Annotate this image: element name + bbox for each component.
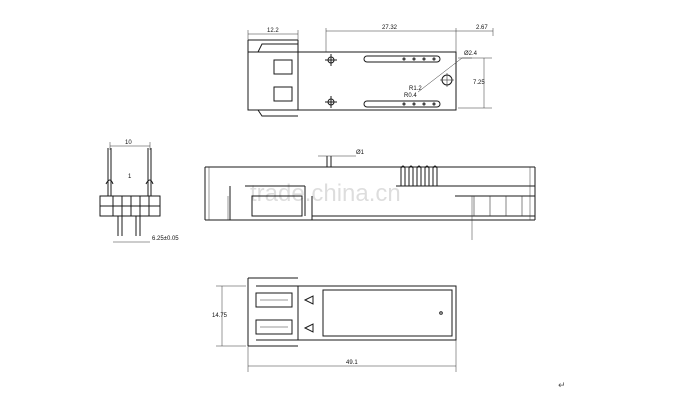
bottom-view-dim-height: 14.75 <box>212 313 228 319</box>
top-view-dim-length: 27.32 <box>382 25 398 31</box>
top-view-dim-radius-2: R0.4 <box>404 93 417 99</box>
top-view: 12.2 27.32 2.67 7.25 Ø2.4 R1.2 R0.4 <box>247 25 494 117</box>
svg-text:1: 1 <box>128 174 132 180</box>
top-view-dim-width-left: 12.2 <box>267 28 279 34</box>
bottom-view-label-area <box>322 289 453 337</box>
bottom-view-body <box>297 285 457 341</box>
side-view-heatsink-fins <box>396 165 535 187</box>
top-view-dim-hole: Ø2.4 <box>464 51 478 57</box>
top-view-dim-width-right: 2.67 <box>476 25 488 31</box>
end-view-dim-top: 10 <box>125 140 132 146</box>
bottom-view: 14.75 49.1 <box>212 277 457 372</box>
top-view-slot-lower <box>363 100 441 108</box>
side-view-latch <box>251 195 303 217</box>
paragraph-mark: ↵ <box>558 381 566 391</box>
side-view-dim-pin: Ø1 <box>356 150 365 156</box>
top-view-dim-height: 7.25 <box>473 80 485 86</box>
bottom-view-dim-length: 49.1 <box>346 360 358 366</box>
watermark: trade.china.cn <box>250 180 401 207</box>
end-view: 1 10 6.25±0.05 <box>99 140 179 243</box>
bottom-view-port-upper <box>255 292 293 308</box>
side-view: Ø1 <box>204 150 536 240</box>
top-view-mount-upper <box>325 54 337 66</box>
bottom-view-port-lower <box>255 319 293 335</box>
top-view-slot-upper <box>363 55 441 63</box>
top-view-mount-lower <box>325 96 337 108</box>
end-view-dim-bottom: 6.25±0.05 <box>152 236 179 242</box>
top-view-dim-radius-1: R1.2 <box>409 86 422 92</box>
